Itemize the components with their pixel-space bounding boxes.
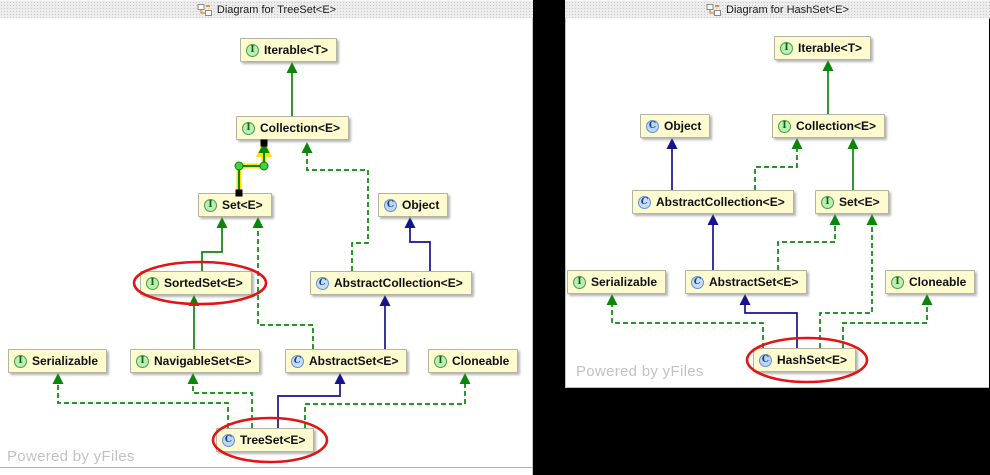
- interface-icon: I: [242, 121, 255, 135]
- interface-icon: I: [146, 276, 159, 290]
- node-object-r[interactable]: C Object: [640, 114, 711, 138]
- node-label: Set<E>: [222, 198, 263, 212]
- treeset-panel-titlebar[interactable]: Diagram for TreeSet<E>: [0, 0, 533, 19]
- node-label: HashSet<E>: [777, 353, 848, 367]
- node-serializable-r[interactable]: I Serializable: [567, 270, 667, 294]
- interface-icon: I: [573, 275, 586, 289]
- interface-icon: I: [778, 119, 791, 133]
- node-label: Object: [664, 119, 702, 133]
- interface-icon: I: [204, 198, 217, 212]
- node-hashset[interactable]: C HashSet<E>: [753, 348, 857, 372]
- node-iterable-r[interactable]: I Iterable<T>: [774, 36, 872, 60]
- node-label: AbstractCollection<E>: [656, 195, 785, 209]
- treeset-diagram-canvas[interactable]: [0, 18, 533, 475]
- node-collection[interactable]: I Collection<E>: [236, 116, 350, 140]
- node-label: SortedSet<E>: [164, 276, 243, 290]
- node-treeset[interactable]: C TreeSet<E>: [216, 428, 315, 452]
- node-label: Serializable: [32, 354, 99, 368]
- node-collection-r[interactable]: I Collection<E>: [772, 114, 886, 138]
- class-icon: C: [222, 433, 235, 447]
- interface-icon: I: [821, 195, 834, 209]
- node-label: Object: [402, 198, 440, 212]
- node-label: AbstractSet<E>: [309, 354, 399, 368]
- node-label: Cloneable: [452, 354, 510, 368]
- diagram-icon: [706, 3, 722, 16]
- node-serializable[interactable]: I Serializable: [8, 349, 108, 373]
- node-abstractset-r[interactable]: C AbstractSet<E>: [685, 270, 808, 294]
- node-label: NavigableSet<E>: [154, 354, 252, 368]
- node-label: Iterable<T>: [264, 43, 329, 57]
- node-label: Cloneable: [909, 275, 967, 289]
- node-abstractset[interactable]: C AbstractSet<E>: [285, 349, 408, 373]
- hashset-diagram-panel: Diagram for HashSet<E>: [565, 0, 990, 475]
- node-label: Serializable: [591, 275, 658, 289]
- node-cloneable[interactable]: I Cloneable: [428, 349, 519, 373]
- node-label: Collection<E>: [796, 119, 877, 133]
- node-abstractcollection[interactable]: C AbstractCollection<E>: [310, 271, 472, 295]
- node-label: Iterable<T>: [798, 41, 863, 55]
- interface-icon: I: [246, 43, 259, 57]
- node-object[interactable]: C Object: [378, 193, 449, 217]
- node-sortedset[interactable]: I SortedSet<E>: [140, 271, 252, 295]
- abstract-class-icon: C: [638, 195, 651, 209]
- interface-icon: I: [136, 354, 149, 368]
- class-icon: C: [384, 198, 397, 212]
- node-iterable[interactable]: I Iterable<T>: [240, 38, 338, 62]
- yfiles-watermark: Powered by yFiles: [576, 363, 704, 380]
- node-abstractcollection-r[interactable]: C AbstractCollection<E>: [632, 190, 794, 214]
- node-label: Set<E>: [839, 195, 880, 209]
- node-label: AbstractCollection<E>: [334, 276, 463, 290]
- node-navigableset[interactable]: I NavigableSet<E>: [130, 349, 261, 373]
- panel-title: Diagram for HashSet<E>: [726, 3, 849, 16]
- abstract-class-icon: C: [691, 275, 704, 289]
- diagram-icon: [197, 3, 212, 16]
- node-set-r[interactable]: I Set<E>: [815, 190, 889, 214]
- abstract-class-icon: C: [316, 276, 329, 290]
- yfiles-watermark: Powered by yFiles: [7, 448, 135, 465]
- node-label: TreeSet<E>: [240, 433, 306, 447]
- left-panel-bottom-rule: [0, 467, 533, 468]
- interface-icon: I: [434, 354, 447, 368]
- node-cloneable-r[interactable]: I Cloneable: [885, 270, 976, 294]
- hashset-panel-titlebar[interactable]: Diagram for HashSet<E>: [565, 0, 990, 19]
- interface-icon: I: [891, 275, 904, 289]
- treeset-diagram-panel: Diagram for TreeSet<E>: [0, 0, 533, 475]
- node-label: AbstractSet<E>: [709, 275, 799, 289]
- node-label: Collection<E>: [260, 121, 341, 135]
- interface-icon: I: [14, 354, 27, 368]
- abstract-class-icon: C: [291, 354, 304, 368]
- node-set[interactable]: I Set<E>: [198, 193, 272, 217]
- class-icon: C: [646, 119, 659, 133]
- class-icon: C: [759, 353, 772, 367]
- panel-title: Diagram for TreeSet<E>: [216, 3, 337, 16]
- interface-icon: I: [780, 41, 793, 55]
